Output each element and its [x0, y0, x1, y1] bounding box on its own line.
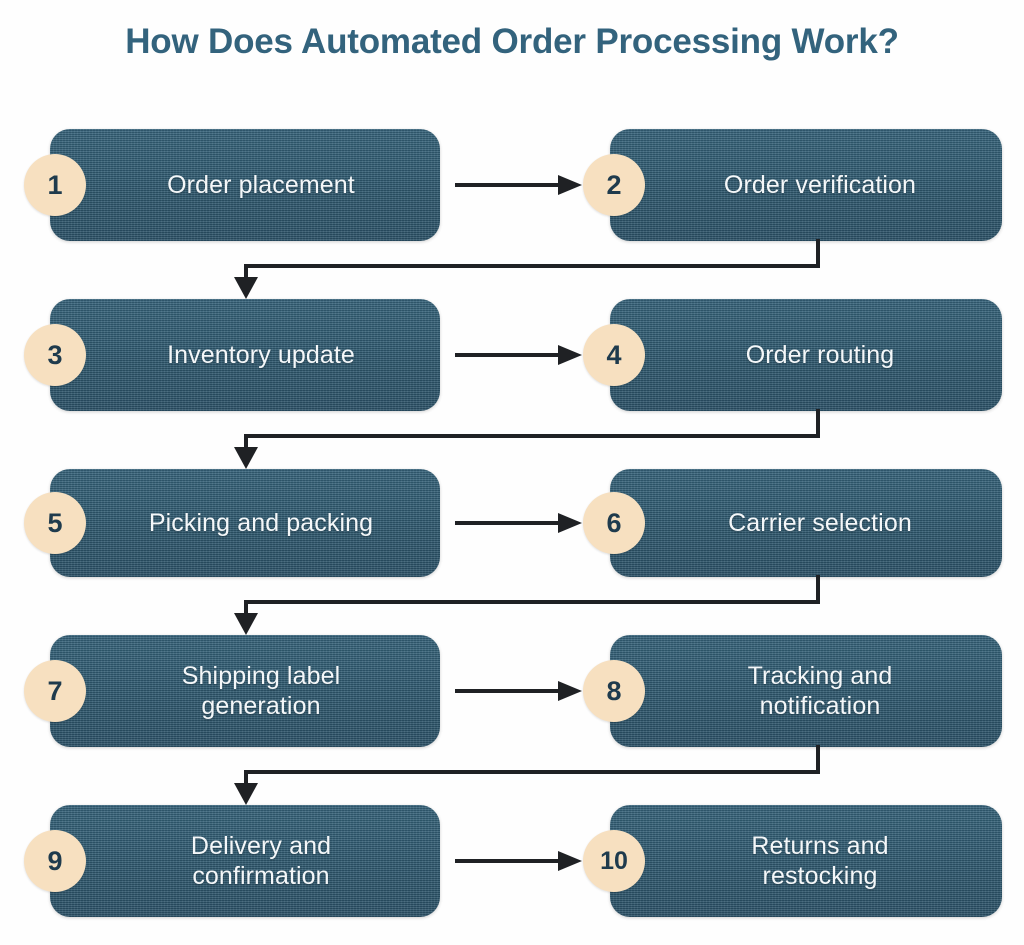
connector-3-to-4: [455, 338, 585, 372]
step-box-5[interactable]: Picking and packing: [50, 469, 440, 577]
connector-8-to-9: [230, 745, 840, 807]
step-label-1: Order placement: [167, 170, 355, 199]
step-box-10[interactable]: Returns and restocking: [610, 805, 1002, 917]
step-box-6[interactable]: Carrier selection: [610, 469, 1002, 577]
step-box-3[interactable]: Inventory update: [50, 299, 440, 411]
step-badge-2: 2: [583, 154, 645, 216]
step-badge-6: 6: [583, 492, 645, 554]
step-badge-9: 9: [24, 830, 86, 892]
step-label-7: Shipping label generation: [181, 661, 341, 721]
connector-5-to-6: [455, 506, 585, 540]
step-badge-3: 3: [24, 324, 86, 386]
connector-1-to-2: [455, 168, 585, 202]
step-box-9[interactable]: Delivery and confirmation: [50, 805, 440, 917]
step-label-3: Inventory update: [167, 340, 355, 369]
step-badge-1: 1: [24, 154, 86, 216]
step-box-2[interactable]: Order verification: [610, 129, 1002, 241]
step-badge-10: 10: [583, 830, 645, 892]
step-label-8: Tracking and notification: [747, 661, 893, 721]
step-badge-5: 5: [24, 492, 86, 554]
step-box-1[interactable]: Order placement: [50, 129, 440, 241]
connector-4-to-5: [230, 409, 840, 471]
step-label-5: Picking and packing: [148, 508, 374, 537]
page-title: How Does Automated Order Processing Work…: [125, 22, 899, 61]
connector-7-to-8: [455, 674, 585, 708]
step-badge-4: 4: [583, 324, 645, 386]
step-label-6: Carrier selection: [728, 508, 912, 537]
step-badge-8: 8: [583, 660, 645, 722]
step-box-7[interactable]: Shipping label generation: [50, 635, 440, 747]
step-label-2: Order verification: [723, 170, 917, 199]
step-box-4[interactable]: Order routing: [610, 299, 1002, 411]
connector-9-to-10: [455, 844, 585, 878]
step-label-4: Order routing: [745, 340, 895, 369]
step-label-10: Returns and restocking: [751, 831, 889, 891]
step-label-9: Delivery and confirmation: [190, 831, 332, 891]
connector-2-to-3: [230, 239, 840, 301]
step-box-8[interactable]: Tracking and notification: [610, 635, 1002, 747]
step-badge-7: 7: [24, 660, 86, 722]
connector-6-to-7: [230, 575, 840, 637]
